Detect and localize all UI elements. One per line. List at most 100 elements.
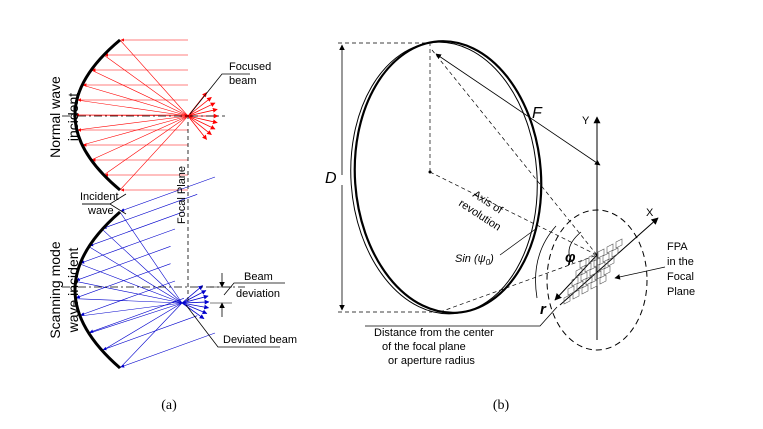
scanning-reflected-ray <box>119 211 183 304</box>
scanning-reflected-ray <box>102 302 183 351</box>
fpa-element <box>606 243 614 254</box>
panel-a: Normal wave incident Scanning mode wave … <box>47 38 297 413</box>
normal-focused-ray <box>187 115 216 130</box>
psi-label: Sin (ψ0) <box>455 253 494 267</box>
fpa-element <box>588 253 596 264</box>
axis-of-revolution-line <box>429 171 598 256</box>
fpa-element <box>593 257 601 268</box>
fpa-element <box>585 275 593 286</box>
distance-label-line2: of the focal plane <box>382 341 466 353</box>
fpa-element <box>581 284 589 295</box>
incident-wave-label-line1: Incident <box>80 191 119 203</box>
scanning-focused-ray <box>181 302 205 320</box>
phi-angle-arc <box>568 231 582 264</box>
focused-beam-leader <box>189 73 250 115</box>
fpa-element <box>594 270 602 281</box>
scanning-mode-rays <box>75 176 216 369</box>
edge-ray-top <box>431 49 598 256</box>
panel-b: D F Y X r FPA in the Focal Plane <box>325 40 695 413</box>
fpa-element <box>590 279 598 290</box>
psi-angle-arc <box>535 225 557 299</box>
psi-leader <box>499 227 538 256</box>
scanning-incident-ray <box>120 332 216 368</box>
normal-focused-ray <box>187 107 218 117</box>
beam-deviation-label-line2: deviation <box>236 288 280 300</box>
scanning-reflected-ray <box>79 302 183 317</box>
fpa-element <box>589 266 597 277</box>
fpa-element <box>615 238 623 249</box>
fpa-label-line1: FPA <box>667 241 688 253</box>
fpa-label-line4: Plane <box>667 286 695 298</box>
fpa-grid <box>563 238 623 305</box>
fpa-element <box>563 294 571 305</box>
scanning-reflected-ray <box>88 302 183 334</box>
scanning-focused-ray <box>181 299 210 305</box>
scanning-incident-ray <box>102 315 198 351</box>
fpa-element <box>572 289 580 300</box>
normal-focused-ray <box>187 115 212 136</box>
fpa-element <box>567 285 575 296</box>
fpa-label-line3: Focal <box>667 271 694 283</box>
radius-label: r <box>540 301 547 318</box>
x-axis <box>559 217 659 306</box>
fpa-element <box>580 271 588 282</box>
scanning-focused-ray <box>181 302 208 315</box>
normal-reflected-ray <box>76 99 189 117</box>
normal-reflected-ray <box>103 54 189 117</box>
fpa-element <box>571 276 579 287</box>
incident-wave-leader-bottom <box>82 203 127 215</box>
panel-a-caption: (a) <box>161 398 177 413</box>
normal-focused-ray <box>187 115 207 140</box>
normal-reflected-ray <box>91 69 189 117</box>
normal-reflected-ray <box>91 115 189 161</box>
scanning-focused-ray <box>181 290 207 304</box>
scanning-focused-ray <box>181 285 204 304</box>
incident-wave-label-line2: wave <box>87 205 114 217</box>
diameter-label: D <box>325 170 337 187</box>
deviated-beam-label: Deviated beam <box>223 334 297 346</box>
fpa-element <box>579 258 587 269</box>
psi-label-subscript: 0 <box>486 258 491 267</box>
fpa-element <box>597 248 605 259</box>
normal-reflected-ray <box>82 84 189 117</box>
scanning-focused-ray <box>181 294 209 304</box>
normal-reflected-ray <box>119 115 189 191</box>
scanning-incident-ray <box>102 194 198 229</box>
deviation-leader <box>223 282 285 296</box>
scanning-incident-ray <box>120 176 216 212</box>
focused-beam-label-line2: beam <box>229 75 257 87</box>
fpa-leader <box>614 266 666 280</box>
focal-plane-ellipse <box>546 209 648 351</box>
normal-reflected-ray <box>119 39 189 117</box>
scanning-reflected-ray <box>119 302 183 369</box>
focal-length-arrow <box>435 53 601 166</box>
fpa-element <box>576 280 584 291</box>
fpa-element <box>599 274 607 285</box>
scanning-mode-label-line2: wave incident <box>65 247 81 333</box>
scanning-reflected-ray <box>75 281 183 304</box>
distance-label-line1: Distance from the center <box>374 327 494 339</box>
distance-label-line3: or aperture radius <box>388 355 475 367</box>
deviated-beam-leader <box>185 304 280 348</box>
panel-b-caption: (b) <box>493 398 510 413</box>
normal-wave-label-line2: incident <box>65 93 81 141</box>
reflector-dish-outer <box>353 40 543 314</box>
fpa-element <box>611 247 619 258</box>
focal-length-label: F <box>532 105 543 122</box>
fpa-element <box>607 256 615 267</box>
fpa-element <box>575 267 583 278</box>
scanning-incident-ray <box>89 211 184 247</box>
normal-focused-ray <box>187 102 216 117</box>
distance-leader <box>365 306 558 327</box>
fpa-label-line2: in the <box>667 256 694 268</box>
scanning-incident-ray <box>80 228 176 264</box>
fpa-element <box>603 265 611 276</box>
normal-reflected-ray <box>103 115 189 176</box>
phi-label: φ <box>565 249 576 266</box>
normal-wave-label-line1: Normal wave <box>47 76 63 158</box>
normal-focused-ray <box>187 115 218 125</box>
fpa-element <box>584 262 592 273</box>
focal-plane-label: Focal Plane <box>176 166 188 224</box>
beam-deviation-label-line1: Beam <box>244 271 273 283</box>
